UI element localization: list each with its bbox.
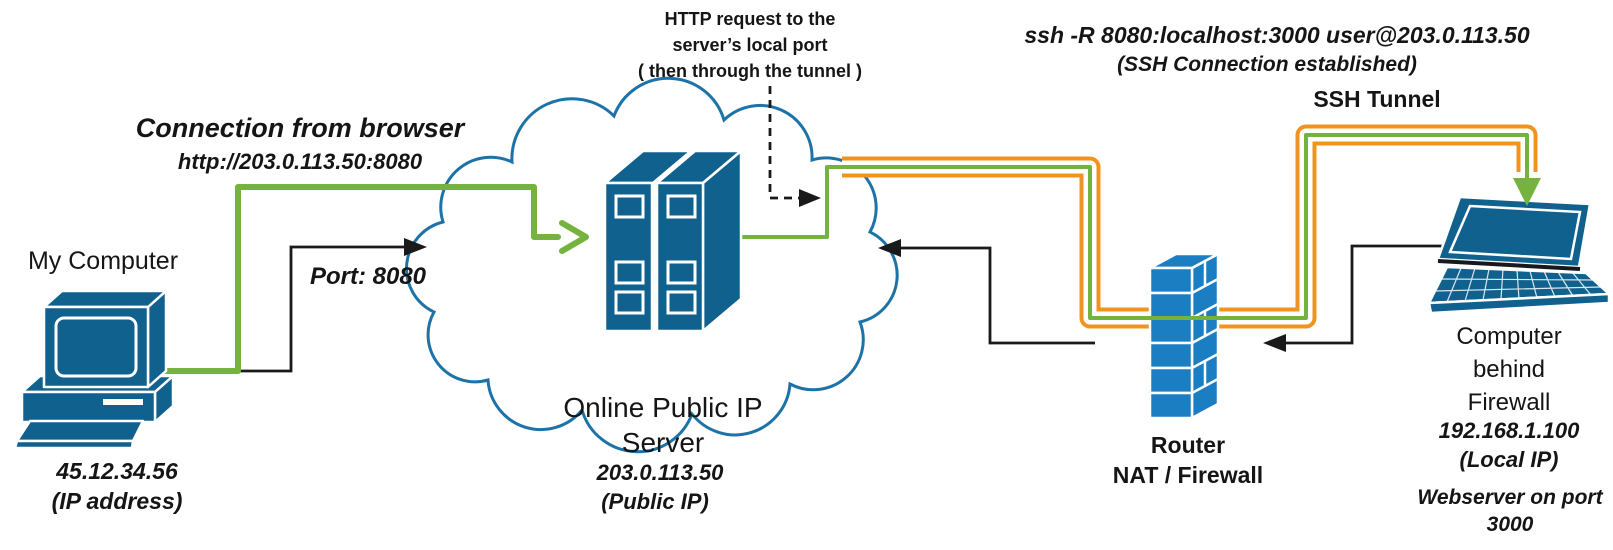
green-arrowhead-icon bbox=[559, 220, 589, 254]
my-computer-ip: 45.12.34.56 bbox=[56, 458, 178, 484]
laptop-icon bbox=[1427, 195, 1611, 315]
ssh-tunnel-label: SSH Tunnel bbox=[1313, 86, 1441, 112]
ssh-status: (SSH Connection established) bbox=[1117, 53, 1417, 76]
my-computer-ip-note: (IP address) bbox=[51, 488, 183, 514]
webserver-line2: 3000 bbox=[1486, 513, 1534, 536]
remote-computer-name-line1: Computer bbox=[1456, 323, 1562, 350]
public-server-ip-note: (Public IP) bbox=[601, 489, 709, 514]
arrowhead-left-icon bbox=[1263, 334, 1286, 352]
public-server-ip: 203.0.113.50 bbox=[596, 460, 724, 485]
http-request-line2: server’s local port bbox=[672, 35, 828, 55]
http-request-note: HTTP request to the server’s local port … bbox=[638, 6, 862, 84]
public-server-label: Online Public IP Server bbox=[563, 390, 762, 460]
remote-computer-ip: 192.168.1.100 bbox=[1438, 418, 1580, 443]
ssh-command: ssh -R 8080:localhost:3000 user@203.0.11… bbox=[1024, 22, 1530, 48]
http-request-line1: HTTP request to the bbox=[664, 9, 836, 29]
browser-connection-url: http://203.0.113.50:8080 bbox=[177, 149, 423, 174]
tunnel-green-line bbox=[721, 133, 1529, 320]
arrowhead-right-icon bbox=[799, 189, 821, 207]
port-connection-line bbox=[165, 238, 427, 373]
http-request-dashed-arrow bbox=[768, 86, 821, 207]
laptop-to-nat-line bbox=[1263, 244, 1445, 352]
public-server-name-line2: Server bbox=[621, 427, 705, 458]
nat-to-cloud-line bbox=[878, 239, 1095, 345]
browser-connection-line bbox=[162, 184, 589, 374]
remote-computer-name-line3: Firewall bbox=[1467, 389, 1551, 416]
public-server-name-line1: Online Public IP bbox=[563, 392, 763, 423]
arrowhead-right-icon bbox=[404, 238, 427, 256]
firewall-icon bbox=[1148, 252, 1220, 420]
webserver-label: Webserver on port 3000 bbox=[1417, 484, 1602, 538]
arrowhead-left-icon bbox=[878, 239, 901, 257]
tunnel-green-arrowhead-icon bbox=[1513, 178, 1541, 206]
my-computer-label: My Computer bbox=[27, 247, 179, 275]
remote-computer-label: Computer behind Firewall bbox=[1456, 320, 1561, 419]
router-name-line2: NAT / Firewall bbox=[1112, 462, 1264, 488]
remote-computer-name-line2: behind bbox=[1472, 356, 1546, 383]
desktop-computer-icon bbox=[13, 289, 175, 450]
port-label: Port: 8080 bbox=[309, 263, 427, 290]
webserver-line1: Webserver on port bbox=[1417, 486, 1603, 509]
http-request-line3: ( then through the tunnel ) bbox=[638, 61, 862, 81]
remote-computer-ip-note: (Local IP) bbox=[1459, 447, 1559, 472]
router-name-line1: Router bbox=[1150, 432, 1226, 458]
browser-connection-title: Connection from browser bbox=[135, 113, 465, 143]
router-label: Router NAT / Firewall bbox=[1113, 430, 1263, 490]
server-icon bbox=[603, 149, 743, 333]
